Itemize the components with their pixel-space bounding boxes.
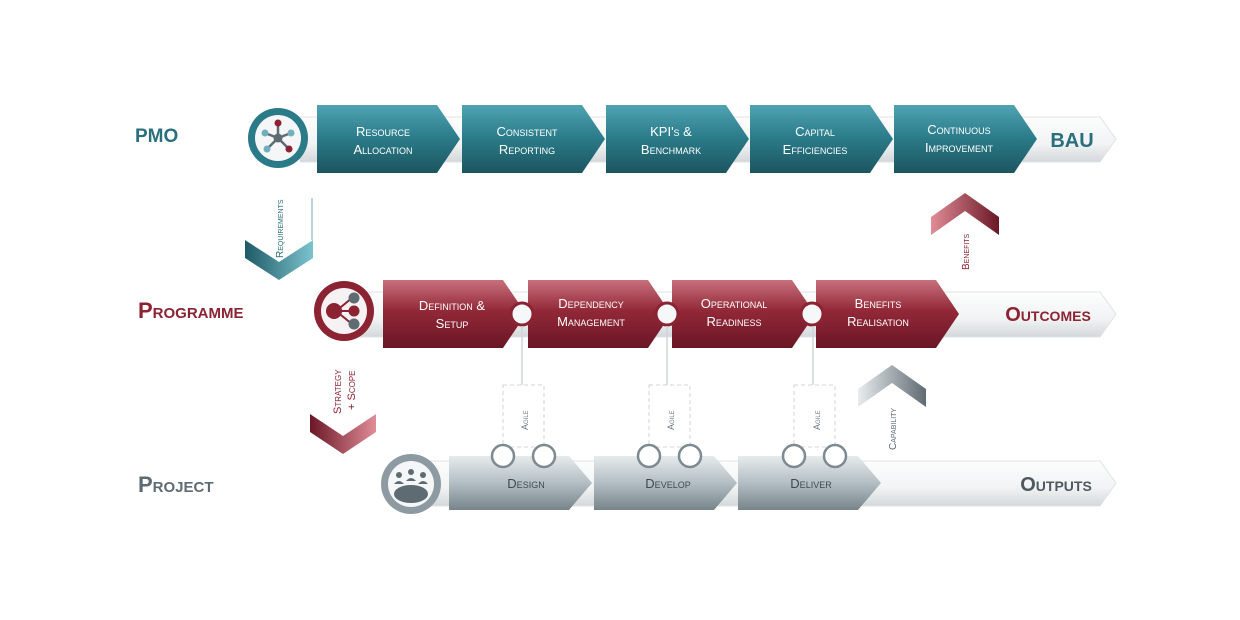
chevron-down-icon [245,240,313,280]
stage-label: Develop [645,476,690,491]
programme-end-label: Outcomes [1005,304,1091,326]
chevron-up-icon [858,365,926,407]
stage-label: Design [507,476,544,491]
team-meeting-icon [381,454,441,514]
stage-line2: Management [557,314,625,329]
iteration-ring[interactable] [636,443,662,469]
benefits-connector: Benefits [931,193,999,270]
pmo-stage-5[interactable]: Continuous Improvement [894,105,1037,173]
agile-link-1: Agile [502,326,545,448]
programme-stage-2[interactable]: Dependency Management [528,280,671,348]
stage-line1: Consistent [497,124,558,139]
milestone-ring[interactable] [654,301,680,327]
iteration-ring[interactable] [490,443,516,469]
benefits-label: Benefits [961,233,972,270]
stage-line1: Dependency [558,296,623,311]
project-stage-3[interactable]: Deliver [738,456,881,510]
iteration-ring[interactable] [822,443,848,469]
iteration-ring[interactable] [677,443,703,469]
capability-connector: Capability [858,365,926,450]
pmo-stage-2[interactable]: Consistent Reporting [462,105,605,173]
project-row: Design Develop Deliver Outputs [381,443,1117,514]
milestone-ring[interactable] [509,301,535,327]
stage-line1: KPI's & [650,124,692,139]
stage-line2: Reporting [499,142,555,157]
agile-link-2: Agile [648,326,691,448]
chevron-down-icon [310,414,376,454]
programme-stage-4[interactable]: Benefits Realisation [816,280,959,348]
project-end-label: Outputs [1020,474,1092,496]
pmo-stage-3[interactable]: KPI's & Benchmark [606,105,749,173]
stage-line2: Readiness [707,314,762,329]
programme-row: Definition & Setup Dependency Management… [314,280,1117,348]
hierarchy-nodes-icon [314,281,374,341]
network-hub-icon [248,108,308,168]
agile-link-3: Agile [793,326,836,448]
pmo-end-label: BAU [1050,130,1093,152]
stage-line1: Resource [356,124,410,139]
requirements-connector: Requirements [245,198,313,280]
project-stage-2[interactable]: Develop [594,456,737,510]
iteration-ring[interactable] [531,443,557,469]
pmo-stage-1[interactable]: Resource Allocation [317,105,460,173]
agile-label: Agile [666,410,676,430]
strategy-label-line2: + Scope [346,371,358,411]
stage-line2: Allocation [353,142,412,157]
stage-line1: Benefits [855,296,902,311]
stage-line2: Setup [436,316,469,331]
row-label-pmo: PMO [135,126,179,147]
agile-label: Agile [812,410,822,430]
strategy-scope-connector: Strategy + Scope [310,369,376,454]
milestone-ring[interactable] [799,301,825,327]
capability-label: Capability [888,408,899,450]
project-stage-1[interactable]: Design [449,456,592,510]
stage-label: Deliver [790,476,832,491]
stage-line2: Improvement [925,140,994,155]
strategy-label-line1: Strategy [332,369,344,414]
requirements-label: Requirements [275,199,286,258]
stage-line1: Capital [795,124,835,139]
stage-line1: Definition & [419,298,485,313]
programme-stage-1[interactable]: Definition & Setup [383,280,526,348]
row-label-project: Project [138,472,214,497]
stage-line2: Efficiencies [783,142,848,157]
agile-label: Agile [520,410,530,430]
stage-line2: Realisation [847,314,909,329]
programme-stage-3[interactable]: Operational Readiness [672,280,815,348]
row-label-programme: Programme [138,298,244,323]
stage-line1: Operational [701,296,767,311]
pmo-row: Resource Allocation Consistent Reporting… [248,105,1117,173]
chevron-up-icon [931,193,999,235]
pmo-stage-4[interactable]: Capital Efficiencies [750,105,893,173]
iteration-ring[interactable] [781,443,807,469]
stage-line1: Continuous [927,122,990,137]
stage-line2: Benchmark [641,142,701,157]
